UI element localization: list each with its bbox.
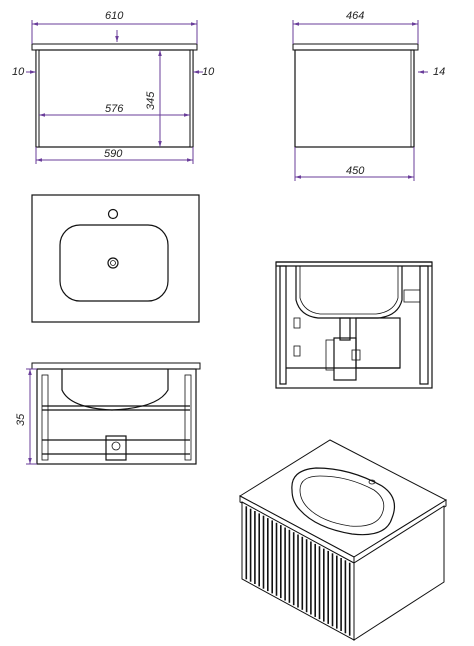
drain-hole	[107, 257, 119, 269]
front-ribs	[245, 506, 351, 636]
front-right-panel	[189, 49, 194, 148]
side-countertop	[292, 43, 419, 51]
dim-front-top-width: 610	[105, 10, 124, 22]
section-view	[275, 261, 433, 389]
dim-rear-height: 35	[15, 413, 27, 426]
rear-countertop	[31, 362, 201, 370]
perspective-view	[239, 439, 448, 641]
rear-cabinet-body	[36, 368, 197, 465]
dim-side-bottom-depth: 450	[346, 165, 365, 177]
dim-front-inner-width: 576	[105, 103, 124, 115]
dim-front-side-left: 10	[12, 66, 25, 78]
tap-hole	[107, 208, 119, 220]
top-basin-outline	[59, 224, 169, 302]
side-view: 464 14 450	[292, 10, 445, 181]
front-countertop	[31, 43, 198, 51]
dim-side-top-depth: 464	[346, 10, 364, 22]
top-countertop	[31, 194, 200, 323]
side-cabinet-body	[294, 49, 415, 148]
dim-front-height: 345	[145, 91, 157, 110]
front-cabinet-body	[35, 49, 194, 148]
dim-front-bottom-width: 590	[104, 148, 123, 160]
rear-view: 35	[15, 362, 201, 465]
dim-front-side-right: 10	[202, 66, 215, 78]
top-view	[31, 194, 200, 323]
section-outline	[275, 261, 433, 389]
dim-side-top-thickness: 14	[433, 66, 445, 78]
front-left-panel	[35, 49, 40, 148]
front-view: 610 10 10 345 576 590	[12, 10, 215, 164]
